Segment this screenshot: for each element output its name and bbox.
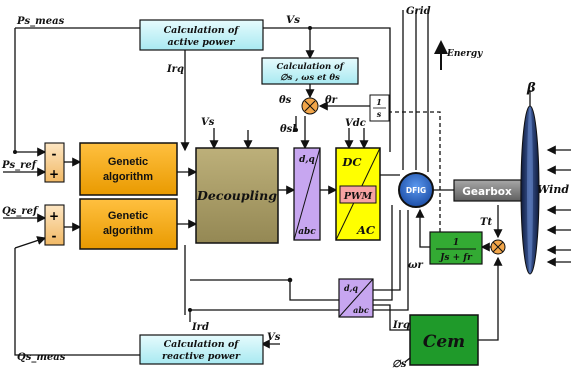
qs-meas-label: Qs_meas bbox=[17, 352, 66, 363]
calc-theta-line2: ∅s , ωs et θs bbox=[280, 73, 340, 83]
pwm-label: PWM bbox=[343, 191, 373, 202]
sum-block-active: - + bbox=[44, 142, 65, 183]
dfig-label: DFIG bbox=[406, 186, 426, 195]
ps-ref-label: Ps_ref bbox=[1, 160, 38, 171]
ga2-line1: Genetic bbox=[108, 210, 148, 222]
ga1-line2: algorithm bbox=[103, 171, 153, 183]
integrator-denominator: s bbox=[377, 109, 382, 119]
wires bbox=[3, 10, 571, 363]
calc-reactive-power-line1: Calculation of bbox=[164, 339, 241, 350]
ga2-line2: algorithm bbox=[103, 225, 153, 237]
integrator-numerator: 1 bbox=[376, 97, 382, 107]
park2-dq-label: d,q bbox=[344, 283, 358, 293]
tf-denominator: Js + fr bbox=[438, 253, 473, 263]
park-dq-label: d,q bbox=[299, 155, 315, 165]
irq-top-label: Irq bbox=[166, 64, 184, 75]
gearbox-label: Gearbox bbox=[462, 186, 512, 198]
genetic-algorithm-block-1: Genetic algorithm bbox=[79, 142, 178, 196]
sum1-sign-top: - bbox=[52, 147, 57, 161]
mechanical-transfer-function: 1 Js + fr bbox=[429, 231, 483, 265]
turbine-blade-icon bbox=[520, 105, 540, 275]
park-transform-block: d,q abc bbox=[293, 147, 321, 241]
cem-block: Cem bbox=[409, 314, 479, 366]
energy-label: Energy bbox=[446, 49, 483, 59]
genetic-algorithm-block-2: Genetic algorithm bbox=[79, 198, 178, 250]
junction-dots bbox=[13, 26, 312, 312]
decoupling-label: Decoupling bbox=[196, 188, 277, 203]
dfig-generator: DFIG bbox=[398, 172, 434, 208]
calc-active-power-line2: active power bbox=[167, 37, 235, 48]
qs-ref-label: Qs_ref bbox=[2, 206, 39, 217]
calc-reactive-power-block: Calculation of reactive power bbox=[139, 334, 264, 365]
tt-label: Tt bbox=[480, 217, 492, 228]
ird-label: Ird bbox=[191, 322, 209, 333]
sum1-sign-bottom: + bbox=[49, 167, 59, 181]
calc-reactive-power-line2: reactive power bbox=[162, 351, 241, 362]
ps-meas-label: Ps_meas bbox=[16, 16, 65, 27]
park-abc-label: abc bbox=[298, 227, 316, 237]
theta-s-label: θs bbox=[279, 95, 292, 106]
calc-theta-line1: Calculation of bbox=[277, 62, 345, 72]
calc-active-power-block: Calculation of active power bbox=[139, 19, 264, 51]
calc-theta-block: Calculation of ∅s , ωs et θs bbox=[261, 57, 359, 85]
converter-dc-label: DC bbox=[341, 155, 362, 169]
vs-decoupling-label: Vs bbox=[201, 117, 215, 128]
ga1-line1: Genetic bbox=[108, 156, 148, 168]
integrator-block: 1 s bbox=[369, 94, 390, 122]
converter-block: DC AC PWM bbox=[335, 147, 381, 241]
converter-ac-label: AC bbox=[356, 223, 376, 237]
vs-bottom-label: Vs bbox=[267, 332, 281, 343]
gearbox-block: Gearbox bbox=[453, 179, 522, 202]
vs-top-label: Vs bbox=[286, 14, 300, 26]
sum2-sign-top: + bbox=[49, 209, 59, 223]
cem-label: Cem bbox=[423, 332, 465, 352]
omega-r-label: ωr bbox=[408, 260, 424, 271]
decoupling-block: Decoupling bbox=[195, 147, 279, 244]
theta-sl-label: θsl bbox=[280, 124, 296, 135]
torque-sum-junction bbox=[490, 239, 506, 255]
park-transform-block-2: d,q abc bbox=[338, 278, 374, 318]
grid-label: Grid bbox=[406, 6, 431, 17]
vdc-label: Vdc bbox=[345, 118, 366, 129]
wind-label: Wind bbox=[537, 183, 569, 196]
tf-numerator: 1 bbox=[453, 238, 459, 248]
theta-sum-junction bbox=[301, 97, 319, 115]
park2-abc-label: abc bbox=[353, 305, 369, 315]
irq-bottom-label: Irq bbox=[392, 320, 410, 331]
theta-r-label: θr bbox=[325, 95, 338, 106]
phis-bottom-label: ∅s bbox=[392, 359, 407, 369]
sum-block-reactive: + - bbox=[44, 204, 65, 246]
beta-label: β bbox=[526, 81, 536, 96]
calc-active-power-line1: Calculation of bbox=[164, 25, 241, 36]
sum2-sign-bottom: - bbox=[52, 229, 57, 243]
